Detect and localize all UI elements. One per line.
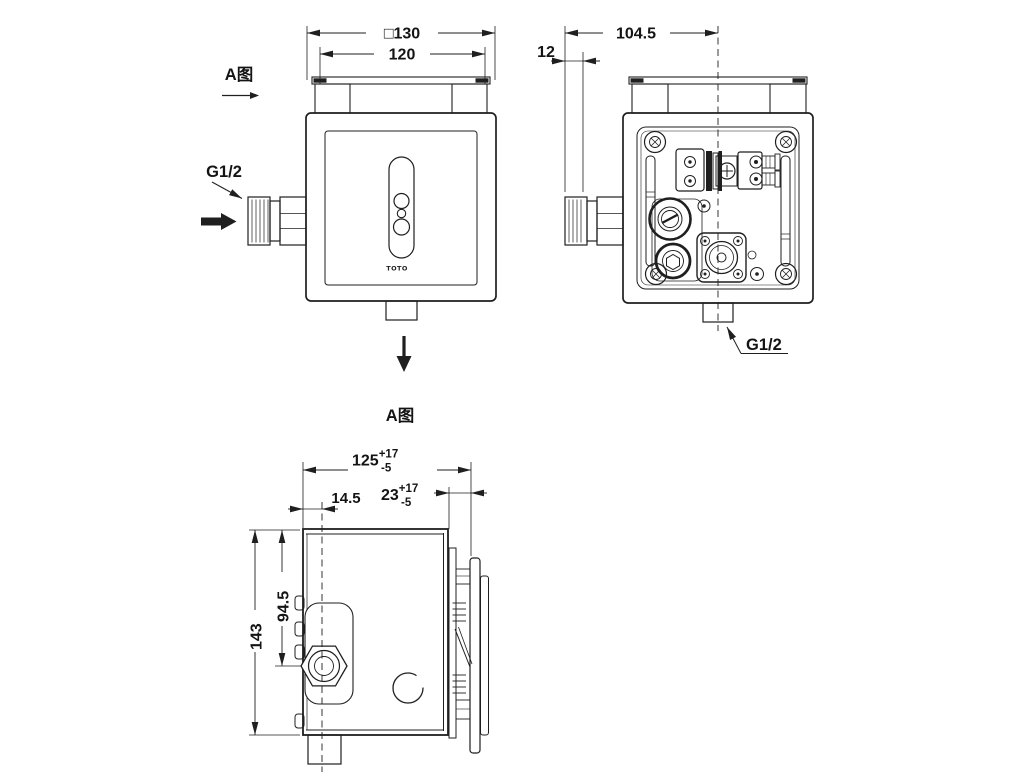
dimension-cover-depth: 23+17-5 [381, 483, 487, 529]
misc-screws [697, 199, 764, 281]
dimension-total-depth: 125+17-5 [302, 449, 472, 556]
inlet-flange [269, 200, 281, 242]
view-a-reference: A图 [222, 65, 259, 99]
section-body [294, 502, 449, 772]
corner-screw [774, 130, 798, 154]
thread-lines [568, 199, 582, 243]
rear-outlet-stub [702, 302, 734, 323]
dimension-outer-width: □130 [306, 26, 496, 80]
hex-socket [666, 253, 680, 271]
mounting-bracket [311, 76, 491, 114]
guide-rails [645, 155, 791, 267]
section-view-title: A图 [386, 406, 414, 425]
front-body-outline [305, 112, 497, 302]
clip-bracket-top [455, 568, 471, 585]
front-outlet-stub [385, 300, 418, 321]
valve-adjusters [648, 197, 703, 282]
cover-plate-front [469, 557, 481, 754]
section-box-outline [302, 528, 449, 736]
inlet-thread [247, 196, 271, 246]
thread-lines [251, 199, 269, 243]
armature-bar [706, 151, 712, 191]
spring-clip [452, 602, 473, 694]
clip-bracket-bottom [455, 699, 471, 720]
water-flow-arrow-icon [201, 213, 237, 230]
leader-line [211, 181, 243, 199]
wall-clips [294, 595, 305, 729]
bracket-tab-right [451, 83, 488, 114]
dim-14-5-label: 14.5 [331, 490, 360, 507]
leader-line [726, 326, 742, 354]
sensor-lens-top [393, 192, 410, 210]
inlet-thread [564, 196, 588, 246]
drain-plug-ring [654, 242, 692, 280]
down-arrowhead-icon [396, 356, 412, 372]
view-a-reference-label: A图 [225, 65, 253, 84]
top-bracket-plate [675, 148, 705, 192]
adjust-screw [718, 162, 736, 180]
inlet-flange [586, 200, 598, 242]
outlet-thread-label: G1/2 [746, 336, 782, 354]
valve-flange [696, 232, 747, 283]
stop-valve-ring [648, 197, 692, 241]
bracket-tab-left [631, 83, 669, 114]
brand-logo: TOTO [386, 265, 408, 273]
inlet-connector-front [247, 196, 307, 246]
rear-view: 104.5 12 [537, 26, 814, 354]
view-a-arrowhead-icon [250, 92, 259, 99]
front-cover-panel [324, 130, 478, 286]
inlet-hex-nut [279, 196, 307, 246]
section-outlet-stub [307, 734, 342, 765]
dim-130-label: □130 [384, 26, 420, 43]
cover-plate-back [480, 575, 489, 736]
inlet-callout: G1/2 [206, 163, 243, 199]
inlet-hex-nut-section [300, 645, 348, 687]
bracket-tab-right [769, 83, 807, 114]
dimension-bracket-width: 120 [319, 47, 486, 84]
sensor-indicator [396, 208, 407, 219]
sensor-window [388, 156, 415, 259]
rear-recess [636, 126, 800, 290]
dim-125-label: 125+17-5 [352, 449, 398, 475]
sensor-lens-bottom [392, 218, 411, 236]
front-view: □130 120 TOTO [201, 26, 497, 372]
corner-screw [774, 262, 798, 286]
dim-104-5-label: 104.5 [616, 26, 656, 43]
wall-sleeve [448, 547, 457, 739]
dimension-thread-length: 12 [537, 44, 600, 192]
solenoid-body [737, 151, 763, 190]
dim-120-label: 120 [389, 47, 416, 64]
section-view-a: A图 125+17-5 23+17-5 14.5 [249, 406, 489, 772]
section-cut-arrow [396, 336, 412, 372]
drain-port-circle [392, 672, 424, 704]
solenoid-assembly [706, 151, 781, 191]
dimension-inlet-offset: 14.5 [288, 490, 361, 513]
dim-23-label: 23+17-5 [381, 483, 418, 509]
cover-plate-assembly [448, 547, 489, 754]
corner-screw [643, 130, 667, 154]
dimension-center-offset: 104.5 [564, 26, 718, 192]
slotted-screw [661, 213, 679, 225]
bracket-tab-left [314, 83, 351, 114]
inlet-hex-nut [596, 196, 624, 246]
outlet-callout: G1/2 [726, 326, 788, 354]
dim-143-label: 143 [249, 623, 266, 650]
inlet-thread-label: G1/2 [206, 163, 242, 181]
inlet-connector-rear [564, 196, 624, 246]
dim-12-label: 12 [537, 44, 555, 61]
connector-pins [761, 153, 781, 188]
dim-94-5-label: 94.5 [276, 591, 293, 622]
dimension-height: 143 [249, 529, 300, 736]
